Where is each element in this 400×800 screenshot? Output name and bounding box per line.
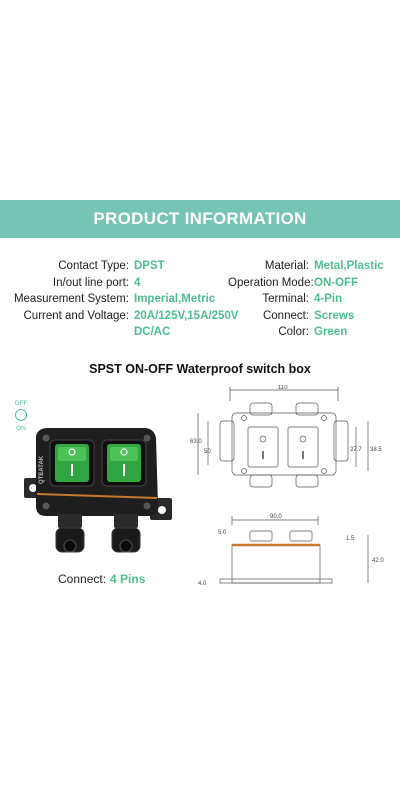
switch-box-product-image: QTEATAK <box>24 428 172 553</box>
spec-label: Material: <box>264 260 309 272</box>
spec-label: In/out line port: <box>52 276 129 289</box>
spec-value: 4 <box>134 276 141 289</box>
dim-height-left-inner: 50 <box>204 449 211 455</box>
section-subtitle: SPST ON-OFF Waterproof switch box <box>89 362 311 376</box>
spec-value: Metal,Plastic <box>314 260 384 272</box>
spec-row: Material: Metal,Plastic <box>228 258 394 275</box>
rocker-dot <box>68 448 76 456</box>
off-ring-icon <box>15 409 27 421</box>
spec-row: Color: Green <box>228 324 394 341</box>
drawing-ear-right <box>333 420 349 462</box>
spec-label: Measurement System: <box>13 293 129 305</box>
dim-height-right-outer: 38.5 <box>370 447 382 453</box>
drawing-side-base <box>231 544 321 584</box>
cable-gland-icon <box>58 514 82 528</box>
connect-info: Connect:4 Pins <box>58 572 145 586</box>
dim-side-right: 1.5 <box>346 536 355 542</box>
spec-row: Terminal: 4-Pin <box>228 291 394 308</box>
rocker-highlight <box>58 447 86 461</box>
mounting-hole-left <box>29 484 37 492</box>
drawing-switch-left <box>247 426 279 468</box>
cable-gland-hole <box>63 539 77 553</box>
orange-seal-line <box>36 493 158 499</box>
spec-row: Connect: Screws <box>228 308 394 325</box>
cable-gland-icon <box>114 514 138 528</box>
spec-value: Imperial,Metric <box>134 293 216 305</box>
spec-label: Contact Type: <box>58 260 129 272</box>
rocker-highlight <box>110 447 138 461</box>
screw-icon <box>143 502 151 510</box>
spec-value: ON-OFF <box>314 276 359 289</box>
spec-label: Connect: <box>262 309 309 322</box>
screw-icon <box>42 502 50 510</box>
specs-left-column: Contact Type: DPST In/out line port: 4 Mea… <box>0 258 244 341</box>
spec-value: DPST <box>134 260 165 272</box>
dim-width-side: 90.0 <box>270 514 282 520</box>
spec-label: Operation Mode: <box>228 276 314 289</box>
spec-value: Green <box>314 326 348 338</box>
cable-gland-hole <box>119 539 133 553</box>
switch-state-legend: OFF ON <box>12 400 30 432</box>
screw-icon <box>42 434 50 442</box>
spec-label: Current and Voltage: <box>23 309 130 322</box>
spec-row: In/out line port: 4 <box>0 275 244 292</box>
mounting-hole-right <box>158 506 166 514</box>
dim-side-height: 42.0 <box>372 558 384 564</box>
screw-icon <box>143 434 151 442</box>
connect-value: 4 Pins <box>110 572 146 586</box>
drawing-box-outline <box>231 412 337 476</box>
banner-title: PRODUCT INFORMATION <box>93 209 307 228</box>
brand-text: QTEATAK <box>39 455 45 484</box>
drawing-switch-right <box>287 426 319 468</box>
dim-width-top: 110 <box>278 385 288 391</box>
dim-height-right-inner: 27.7 <box>350 447 362 453</box>
spec-row: Measurement System: Imperial,Metric <box>0 291 244 308</box>
spec-value: 4-Pin <box>314 293 343 305</box>
dimension-drawing: 110 63.0 50 27.7 38.5 90.0 5.0 1.5 42.0 … <box>190 385 384 587</box>
spec-label: Color: <box>278 326 309 338</box>
on-label: ON <box>16 425 26 432</box>
dim-side-left: 5.0 <box>218 530 227 536</box>
spec-row: Current and Voltage: 20A/125V,15A/250V DC… <box>0 308 244 341</box>
specs-right-column: Material: Metal,Plastic Operation Mode:ON… <box>228 258 394 341</box>
dim-height-left-outer: 63.0 <box>190 439 202 445</box>
rocker-dot <box>120 448 128 456</box>
spec-row: Operation Mode:ON-OFF <box>228 275 394 292</box>
product-information-banner: PRODUCT INFORMATION <box>0 200 400 238</box>
connect-label: Connect: <box>58 572 107 586</box>
spec-row: Contact Type: DPST <box>0 258 244 275</box>
spec-label: Terminal: <box>262 293 309 305</box>
spec-value: Screws <box>314 309 355 322</box>
dim-side-foot: 4.0 <box>198 581 207 587</box>
off-label: OFF <box>14 400 28 407</box>
drawing-ear-left <box>219 420 235 462</box>
spec-value: 20A/125V,15A/250V DC/AC <box>134 309 239 339</box>
